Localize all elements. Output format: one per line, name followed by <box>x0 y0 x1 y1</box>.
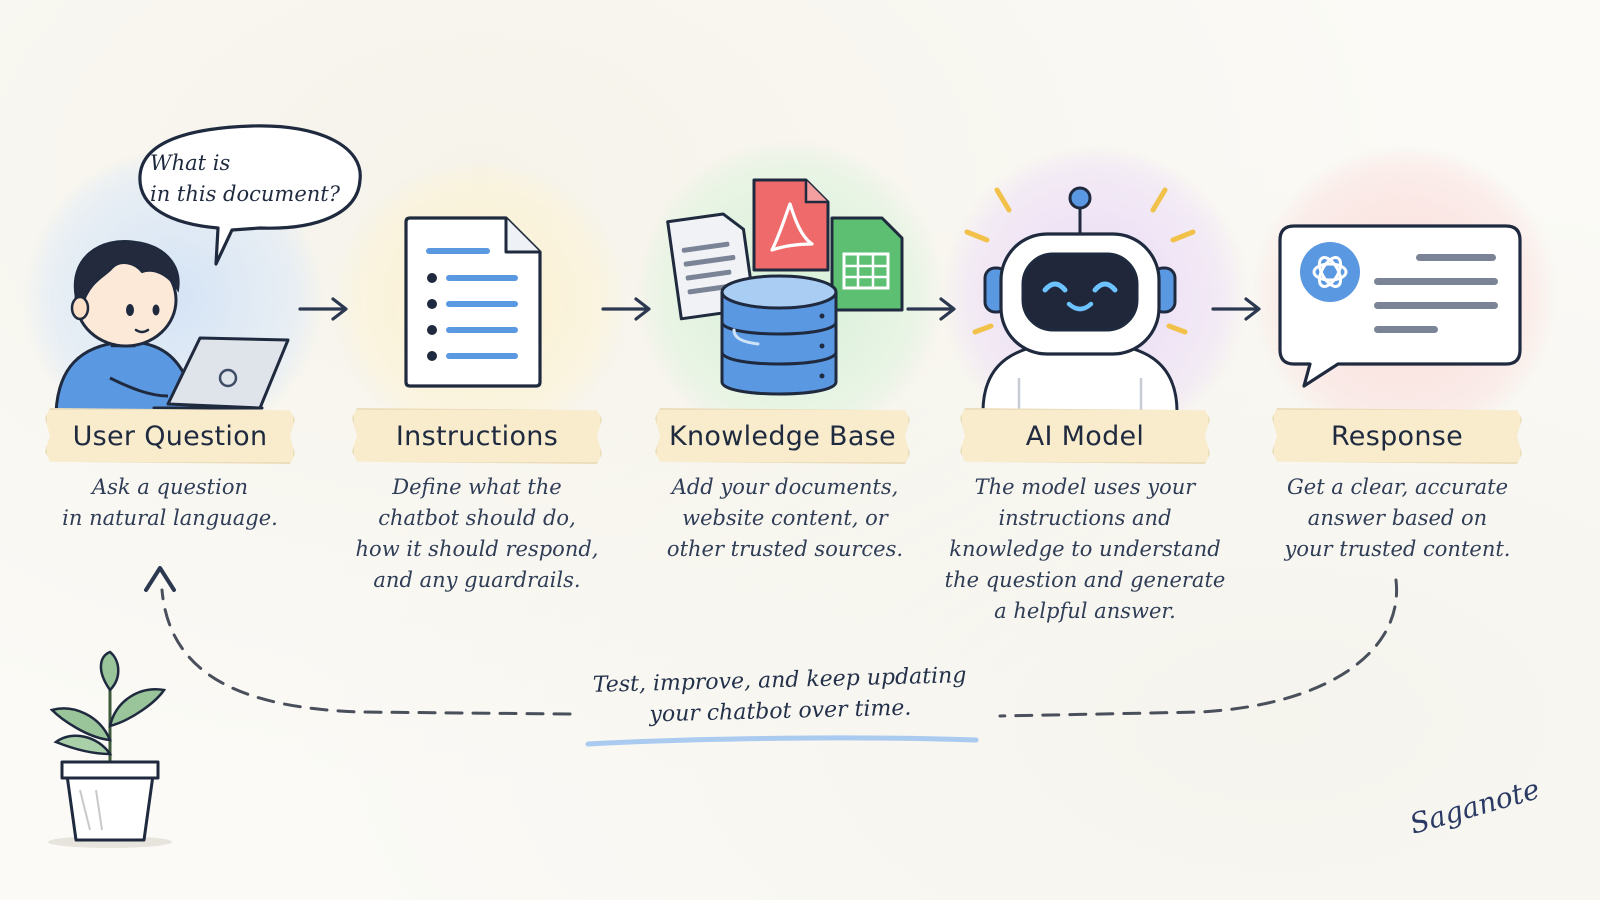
user-question-label: User Question <box>45 408 295 464</box>
instructions-description: Define what the chatbot should do, how i… <box>355 475 599 592</box>
instructions-document-icon <box>404 216 542 388</box>
user-question-description: Ask a question in natural language. <box>62 475 278 530</box>
potted-plant-icon <box>48 650 172 848</box>
robot-icon <box>964 186 1196 412</box>
feedback-loop-text: Test, improve, and keep updating your ch… <box>592 663 967 728</box>
speech-bubble-text: What is in this document? <box>150 151 340 206</box>
knowledge-base-description: Add your documents, website content, or … <box>666 475 904 561</box>
arrow-right-icon <box>1211 297 1261 321</box>
ai-model-description: The model uses your instructions and kno… <box>944 475 1226 623</box>
user-question-title: User Question <box>72 420 268 452</box>
instructions-title: Instructions <box>395 420 559 452</box>
knowledge-base-title: Knowledge Base <box>669 420 896 452</box>
instructions-label: Instructions <box>352 408 602 464</box>
ai-model-label: AI Model <box>960 408 1210 464</box>
ai-model-title: AI Model <box>1025 420 1145 452</box>
arrow-right-icon <box>906 297 956 321</box>
database-with-files-icon <box>666 178 904 396</box>
speech-bubble-icon <box>138 124 362 266</box>
knowledge-base-label: Knowledge Base <box>655 408 910 464</box>
chat-response-icon <box>1278 224 1522 388</box>
user-at-laptop-icon <box>54 240 290 413</box>
response-description: Get a clear, accurate answer based on yo… <box>1284 475 1511 561</box>
arrow-right-icon <box>298 297 348 321</box>
response-title: Response <box>1330 420 1464 452</box>
response-label: Response <box>1272 408 1522 464</box>
arrow-right-icon <box>601 297 651 321</box>
